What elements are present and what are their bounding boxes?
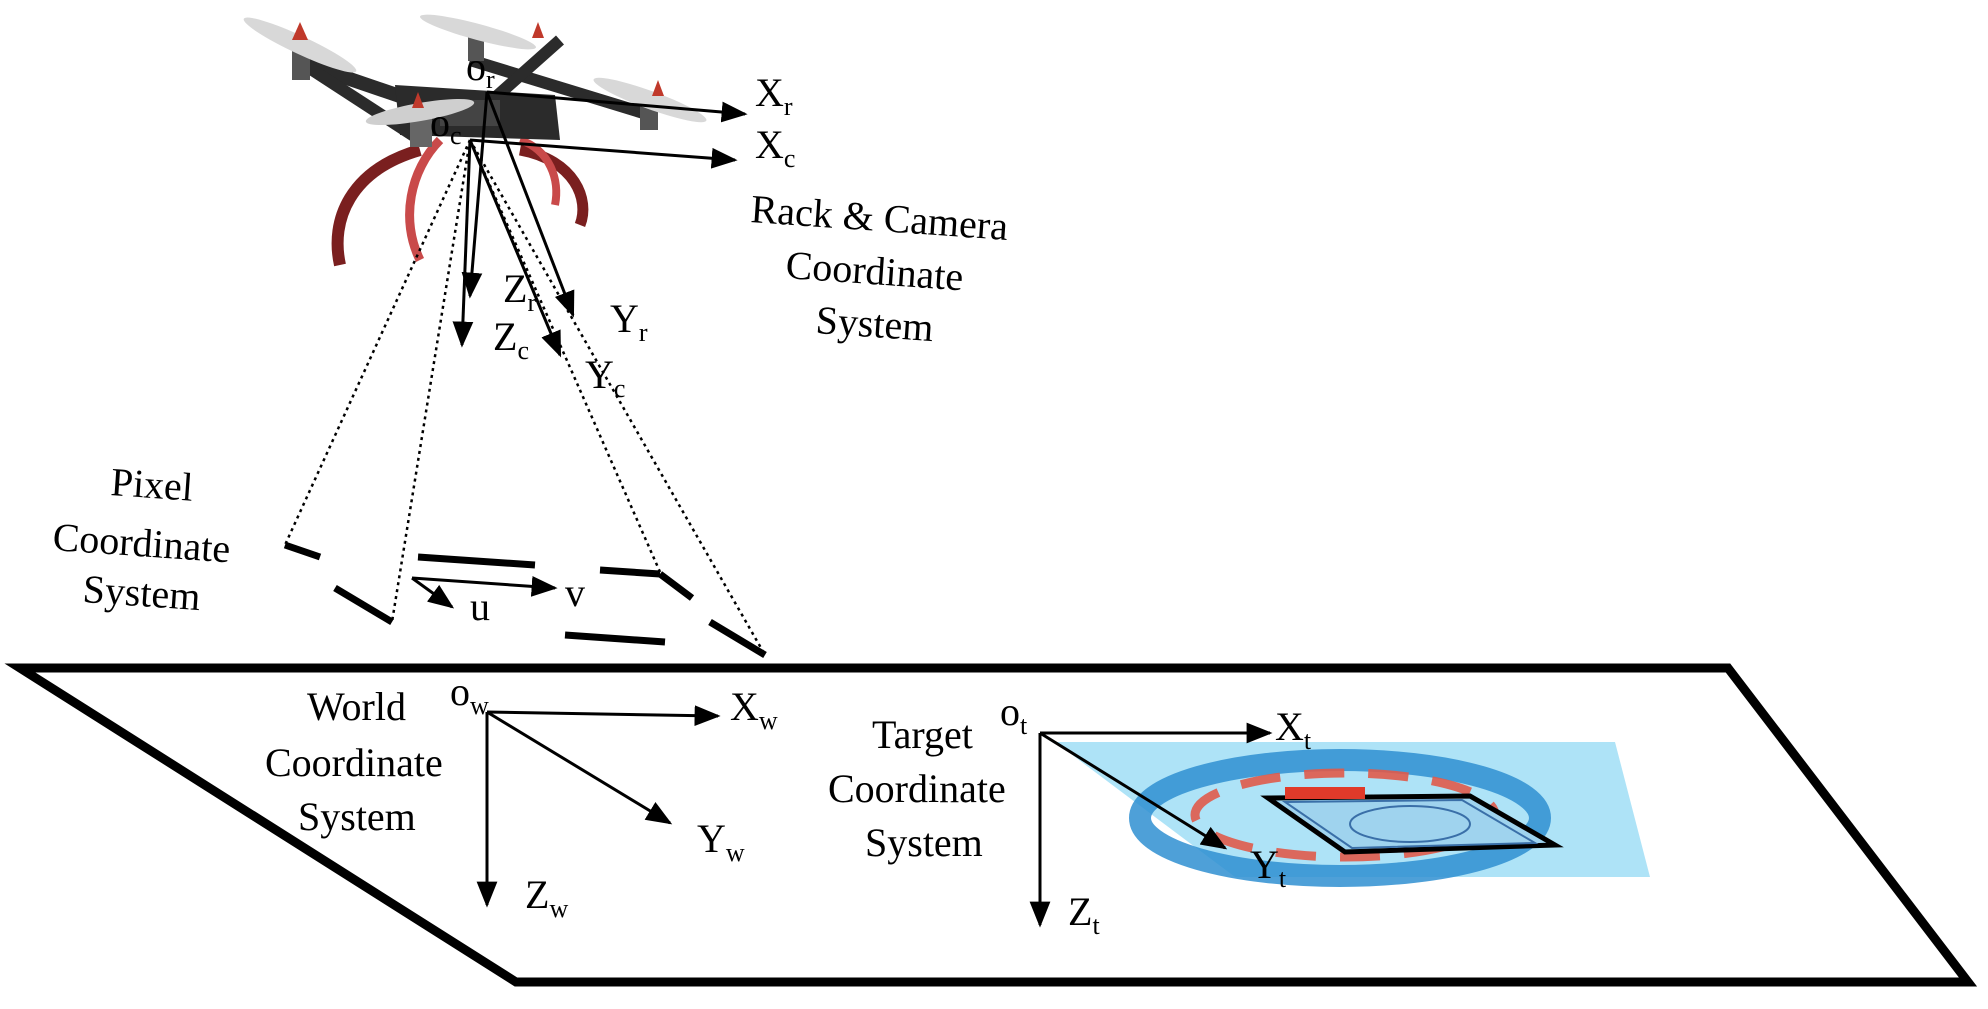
or-label: or: [466, 44, 495, 94]
ot-label: ot: [1000, 689, 1028, 740]
rack-camera-caption-line-2: Coordinate: [784, 242, 964, 299]
yc-label: Yc: [585, 352, 625, 403]
target-caption: Target Coordinate System: [828, 712, 1006, 865]
projection-lines: [283, 139, 767, 656]
rack-camera-caption-line-3: System: [814, 297, 935, 350]
zr-axis-arrow: [461, 91, 489, 299]
pixel-caption-line-3: System: [81, 566, 202, 619]
rack-camera-caption: Rack & Camera Coordinate System: [749, 186, 1009, 350]
ow-label: ow: [450, 669, 489, 720]
world-caption-line-3: System: [298, 794, 416, 839]
quadcopter-icon: [243, 14, 707, 267]
target-caption-line-3: System: [865, 820, 983, 865]
yr-label: Yr: [610, 296, 648, 347]
ground-plane: [4, 663, 1978, 987]
zr-label: Zr: [503, 266, 536, 317]
yt-label: Yt: [1250, 842, 1287, 893]
yw-axis-arrow: [486, 710, 673, 825]
yt-axis-arrow: [1039, 731, 1228, 850]
landing-target-icon: [1055, 742, 1650, 887]
pixel-caption-line-2: Coordinate: [51, 514, 231, 571]
u-label: u: [470, 584, 490, 629]
xc-label: Xc: [755, 122, 795, 173]
zc-label: Zc: [493, 314, 529, 365]
v-label: v: [565, 570, 585, 615]
zw-label: Zw: [525, 872, 568, 923]
v-axis-arrow: [411, 575, 558, 597]
world-caption: World Coordinate System: [265, 684, 443, 839]
xr-label: Xr: [755, 70, 793, 121]
pixel-caption: Pixel Coordinate System: [51, 459, 231, 619]
xw-label: Xw: [730, 684, 778, 735]
xt-label: Xt: [1275, 704, 1312, 755]
u-axis-arrow: [411, 576, 455, 609]
pixel-caption-line-1: Pixel: [109, 459, 194, 510]
zc-axis-arrow: [452, 139, 474, 348]
oc-label: oc: [430, 100, 462, 150]
image-plane: [283, 541, 767, 659]
target-caption-line-1: Target: [872, 712, 973, 757]
yw-label: Yw: [697, 816, 745, 867]
target-caption-line-2: Coordinate: [828, 766, 1006, 811]
rack-camera-caption-line-1: Rack & Camera: [749, 186, 1009, 249]
yr-axis-arrow: [485, 91, 575, 318]
world-caption-line-2: Coordinate: [265, 740, 443, 785]
zt-label: Zt: [1068, 889, 1100, 940]
xw-axis-arrow: [486, 705, 721, 726]
xr-axis-arrow: [486, 90, 748, 123]
xc-axis-arrow: [469, 138, 738, 169]
world-caption-line-1: World: [307, 684, 406, 729]
yc-axis-arrow: [468, 139, 562, 358]
